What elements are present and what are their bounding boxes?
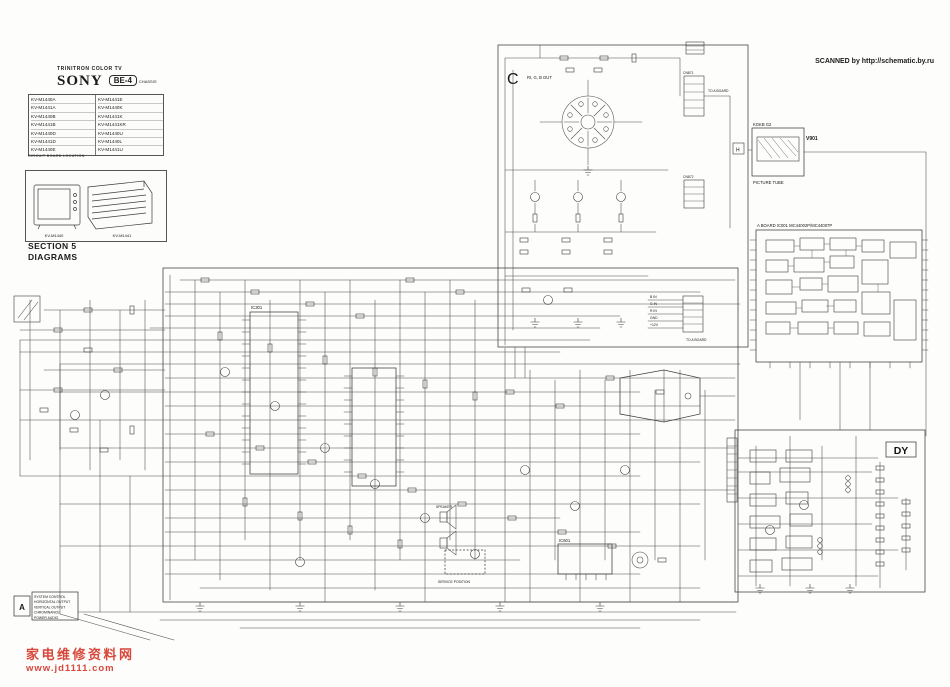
svg-text:POWER AUDIO: POWER AUDIO [34,616,59,620]
model-column-1: KV-M1440A KV-M1441A KV-M1440B KV-M1441B … [29,95,96,155]
svg-text:+12V: +12V [650,323,659,327]
tv-caption-right: KV-M1441 [113,233,132,238]
model-table: KV-M1440A KV-M1441A KV-M1440B KV-M1441B … [28,94,164,156]
to-a-board-label: TO A BOARD [686,338,707,342]
tube-name: PICTURE TUBE [753,180,784,185]
section-heading: SECTION 5 DIAGRAMS [28,241,77,262]
model-row: KV-M1440A [31,96,95,105]
model-row: KV-M1440D [31,130,95,139]
dy-section: DY [734,429,926,594]
a-marker-letter: A [19,603,25,612]
model-row: KV-M1441E [98,96,163,105]
svg-text:R IN: R IN [650,309,657,313]
model-row: KV-M1440B [31,113,95,122]
ic-secondary-block [343,367,405,487]
c-section: C RI, G, B OUT [497,41,749,348]
model-row: KV-M1440L [98,138,163,147]
svg-text:IC601: IC601 [559,538,571,543]
section-heading-line2: DIAGRAMS [28,251,78,262]
watermark-site-name: 家电维修资料网 [26,647,135,662]
dy-label: DY [894,445,909,457]
h-box-label: H [736,148,740,154]
model-row: KV-M1441K [98,113,163,122]
model-row: KV-M1441D [31,138,95,147]
tv-drawings: KV-M1440 KV-M1441 [33,180,153,238]
tube-designator: V901 [806,136,818,142]
model-row: KV-M1440U [98,130,163,139]
svg-text:VERTICAL OUTPUT: VERTICAL OUTPUT [34,605,65,609]
model-row: KV-M1441B [31,121,95,130]
model-row: KV-M1441KR [98,121,163,130]
tv-front-drawing [33,184,81,230]
model-row: KV-M1440E [31,147,56,153]
ic301-block: IC301 [241,305,307,475]
a-board-title: A BOARD IC001 MC44002P/MC44007P [757,223,832,228]
speaker-cluster: SPEAKER [436,504,457,556]
svg-text:CN871: CN871 [683,71,694,75]
dy-components [749,449,911,594]
main-wiring: IC301 SPEAKER [13,267,741,641]
sony-logo: SONY [57,73,103,89]
model-row: KV-M1441A [31,104,95,113]
watermark: 家电维修资料网 www.jd1111.com [26,644,135,674]
model-row: KV-M1440K [98,104,163,113]
ic601-block: IC601 [557,538,649,581]
a-board-inner-blocks [765,237,917,341]
chassis-badge: BE-4 [108,75,137,86]
model-table-caption: CIRCUIT BOARD LOCATION [28,154,85,158]
dy-interconnect [726,437,738,503]
svg-text:CHROMINANCE: CHROMINANCE [34,611,60,615]
power-input-cluster [13,295,166,471]
tv-rear-drawing [87,180,153,230]
svg-text:IC301: IC301 [251,305,263,310]
watermark-url: www.jd1111.com [26,663,115,674]
speaker-icon [439,530,457,556]
flyback-symbol [631,551,649,569]
c-section-title: RI, G, B OUT [527,75,552,80]
svg-text:SYSTEM CONTROL: SYSTEM CONTROL [34,595,66,599]
scanned-note: SCANNED by http://schematic.by.ru [815,58,934,65]
section-heading-line1: SECTION 5 [28,241,77,251]
service-position: SERVICE POSITION [438,549,486,584]
tube-top-label: KGKB G2 [753,122,772,127]
tv-caption-left: KV-M1440 [45,233,64,238]
c-bottom-pins: B IN G IN R IN GND +12V TO A BOARD [647,295,707,342]
speaker-icon [439,504,457,530]
svg-text:B IN: B IN [650,295,657,299]
tv-drawings-box: KV-M1440 KV-M1441 [25,170,167,242]
trinitron-line: TRINITRON COLOR TV [57,66,123,72]
model-row: KV-M1441U [98,147,123,153]
c-top-connector [685,41,705,55]
speaker-label: SPEAKER [436,505,453,509]
service-position-label: SERVICE POSITION [438,580,471,584]
to-a-board-label: TO A BOARD [708,89,729,93]
a-board-marker: A SYSTEM CONTROL HORIZONTAL OUTPUT VERTI… [13,591,79,621]
svg-text:GND: GND [650,316,658,320]
svg-text:HORIZONTAL OUTPUT: HORIZONTAL OUTPUT [34,600,70,604]
connector-cn871: CN871 TO A BOARD [683,71,729,117]
picture-tube-block: H KGKB G2 V901 PICTURE TUBE [732,122,927,437]
model-column-2: KV-M1441E KV-M1440K KV-M1441K KV-M1441KR… [96,95,163,155]
connector-cn872: CN872 [683,175,705,209]
crt-funnel [619,369,736,423]
a-board-ic-block: A BOARD IC001 MC44002P/MC44007P [749,223,929,431]
svg-text:CN872: CN872 [683,175,694,179]
crt-socket-diagram [561,95,615,149]
chassis-suffix-label: CHASSIS [138,79,157,84]
